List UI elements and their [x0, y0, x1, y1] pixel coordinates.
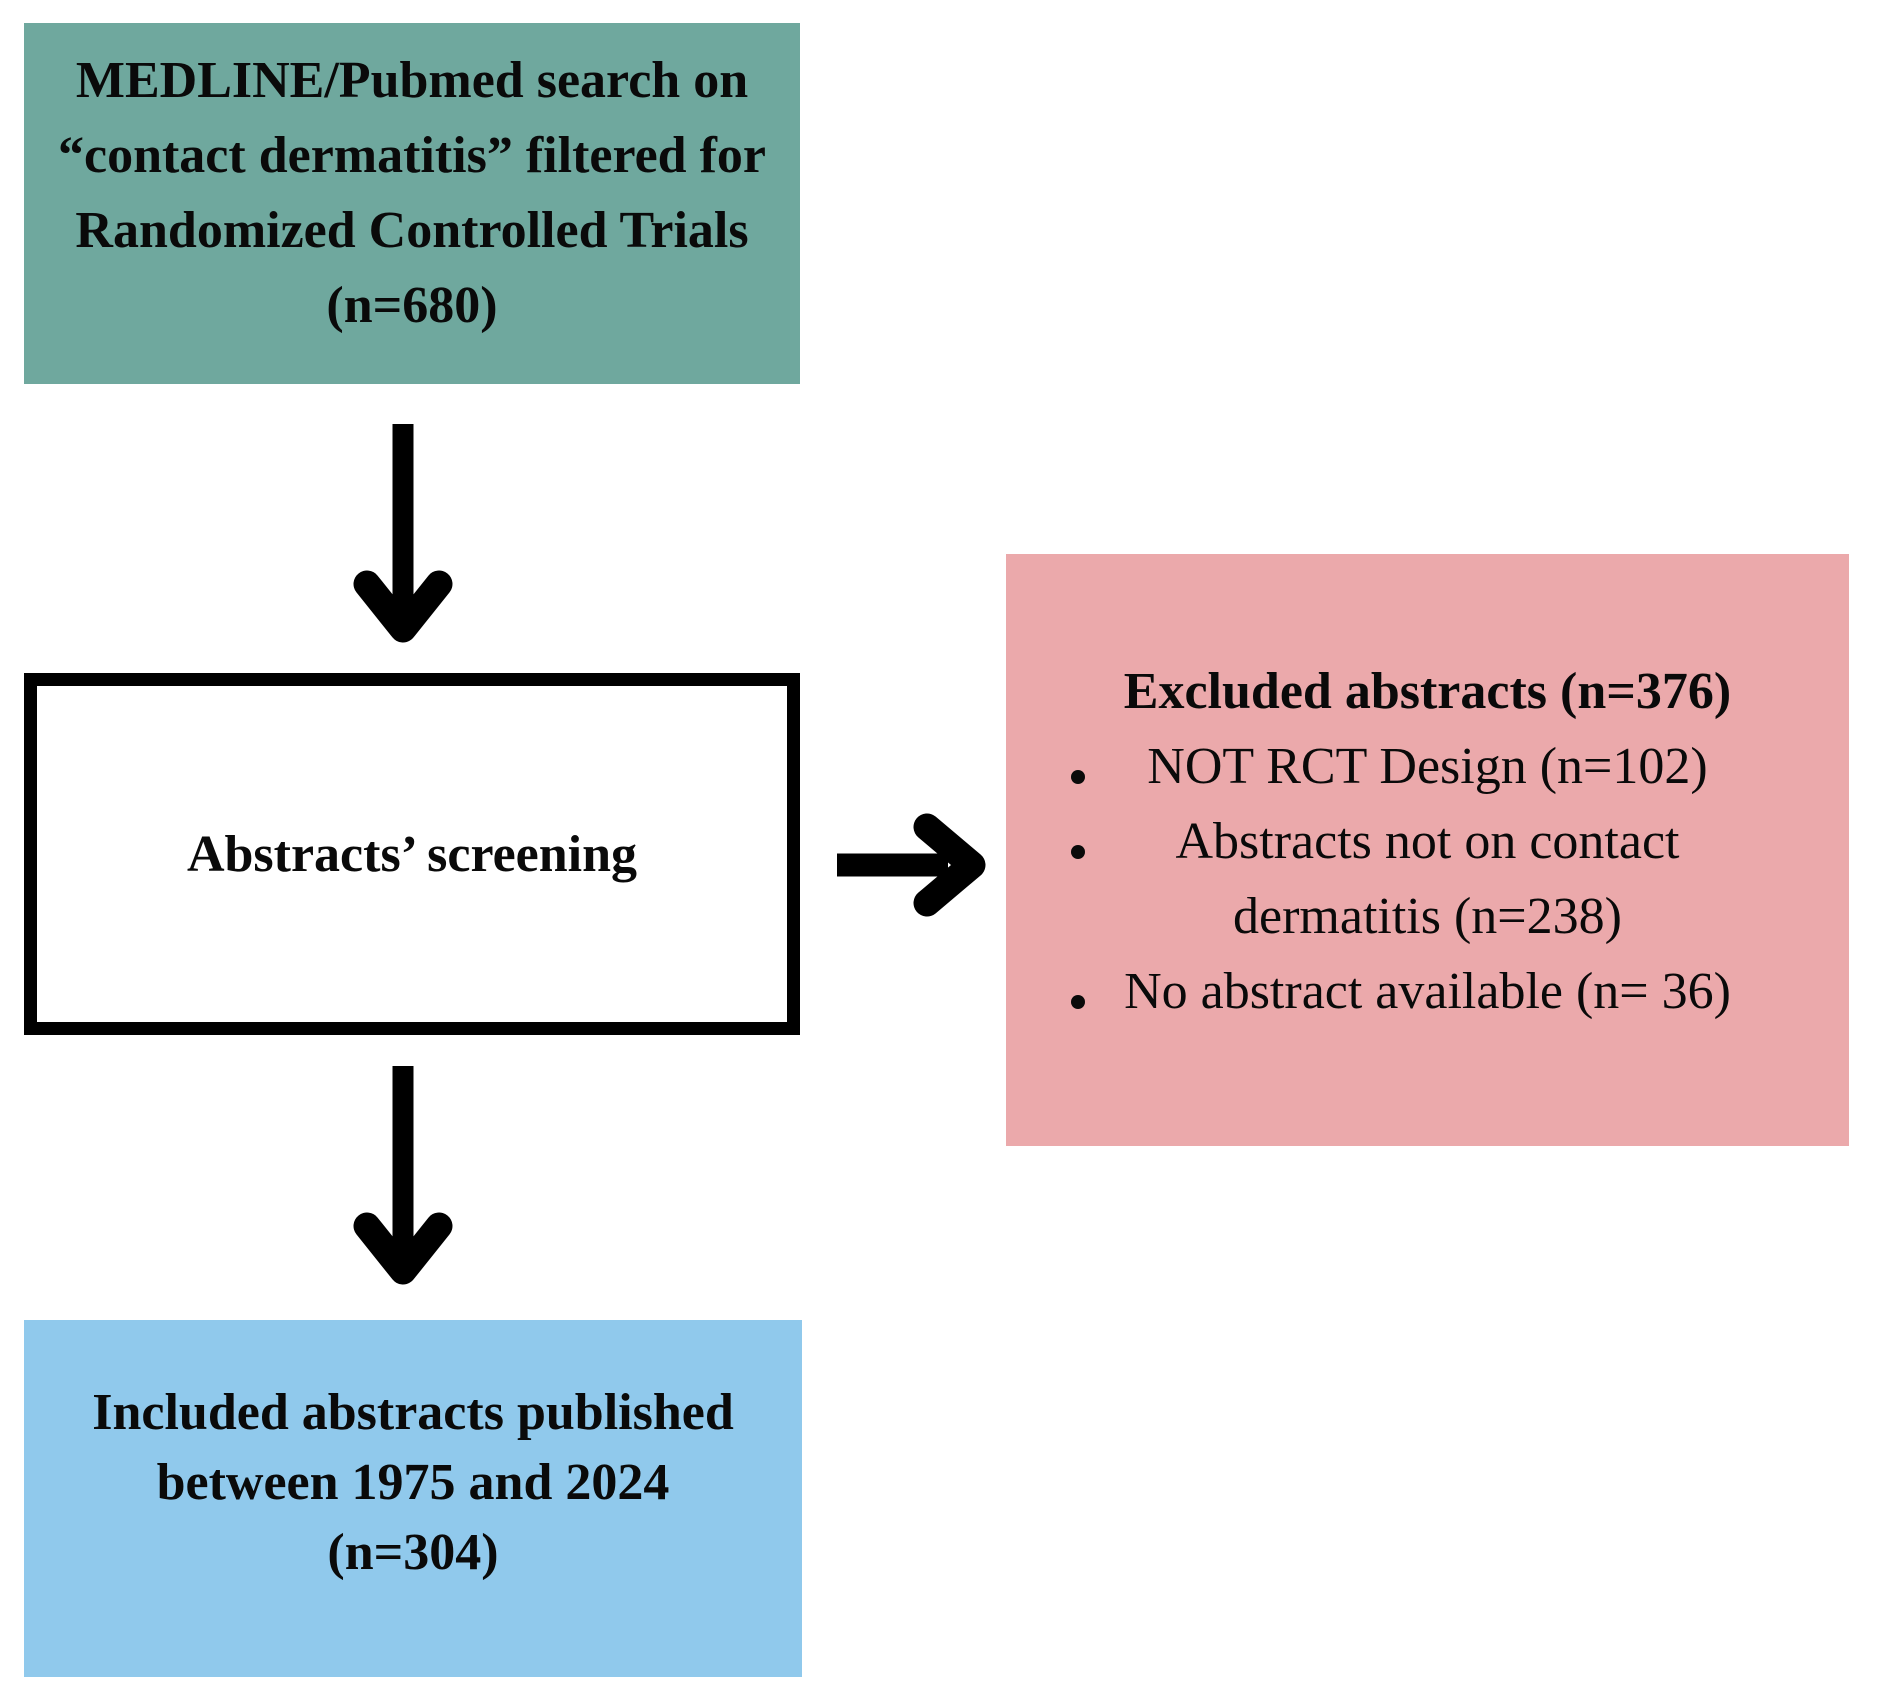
arrow-head [353, 570, 453, 643]
excluded-box-title: Excluded abstracts (n=376) [1006, 654, 1849, 729]
excluded-bullet-row: NOT RCT Design (n=102) [1006, 729, 1849, 804]
search-box-line: (n=680) [326, 277, 498, 334]
excluded-bullet-wrap-line: dermatitis (n=238) [1006, 879, 1849, 954]
excluded-bullet-text: dermatitis (n=238) [1233, 888, 1622, 945]
screening-box-label: Abstracts’ screening [186, 825, 638, 883]
excluded-bullet-row: No abstract available (n= 36) [1006, 954, 1849, 1029]
search-box: MEDLINE/Pubmed search on “contact dermat… [24, 23, 800, 384]
search-box-line: Randomized Controlled Trials [75, 202, 749, 259]
excluded-bullet-text: No abstract available (n= 36) [1124, 963, 1731, 1020]
included-box-line: (n=304) [327, 1524, 499, 1581]
included-box: Included abstracts published between 197… [24, 1320, 802, 1677]
arrow-down-icon [353, 1066, 453, 1285]
excluded-bullet-row: Abstracts not on contact [1006, 804, 1849, 879]
excluded-title-text: Excluded abstracts (n=376) [1123, 663, 1732, 720]
search-box-line: “contact dermatitis” filtered for [57, 127, 767, 184]
bullet-dot-icon [1071, 995, 1085, 1009]
search-box-line: MEDLINE/Pubmed search on [75, 52, 749, 109]
excluded-box: Excluded abstracts (n=376) NOT RCT Desig… [1006, 554, 1849, 1146]
included-box-line: between 1975 and 2024 [156, 1454, 670, 1511]
bullet-dot-icon [1071, 770, 1085, 784]
screening-box: Abstracts’ screening [24, 673, 800, 1035]
excluded-bullet-text: Abstracts not on contact [1175, 813, 1680, 870]
arrow-head [913, 813, 986, 917]
arrow-head [353, 1212, 453, 1285]
arrow-down-icon [353, 424, 453, 643]
bullet-dot-icon [1071, 845, 1085, 859]
arrow-right-icon [837, 813, 986, 917]
included-box-line: Included abstracts published [92, 1384, 734, 1441]
excluded-bullet-text: NOT RCT Design (n=102) [1147, 738, 1708, 795]
